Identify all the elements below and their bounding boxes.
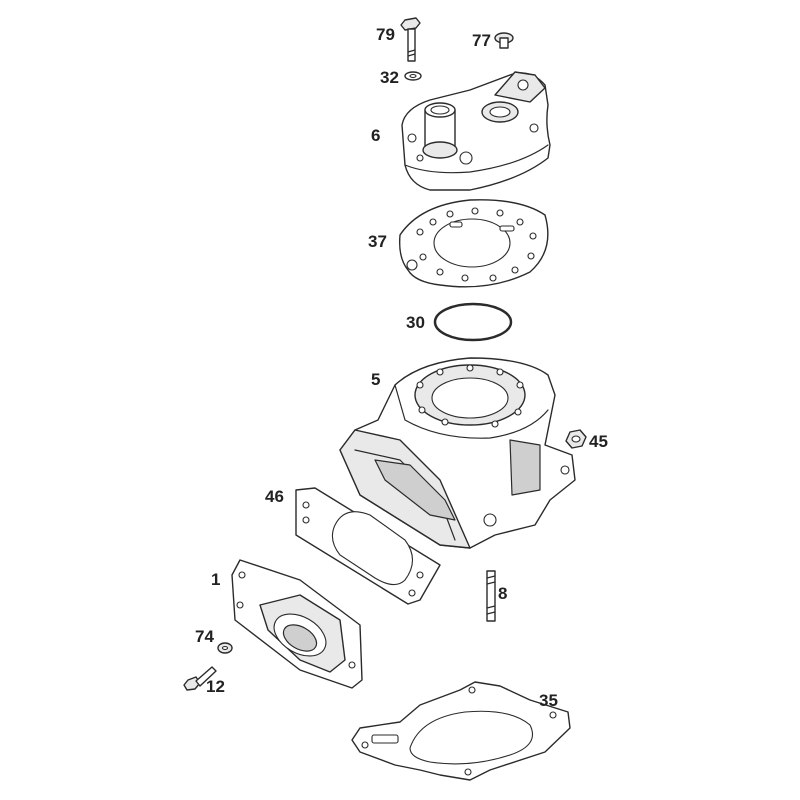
part-label-45: 45 <box>589 432 608 451</box>
part-label-32: 32 <box>380 68 399 87</box>
stud-8-shape <box>486 570 496 622</box>
part-label-12: 12 <box>206 677 225 696</box>
nut-45-shape <box>565 429 587 449</box>
part-label-30: 30 <box>406 313 425 332</box>
part-label-46: 46 <box>265 487 284 506</box>
o-ring-30-shape <box>433 302 513 342</box>
cylinder-5-shape <box>339 357 576 549</box>
part-label-35: 35 <box>539 691 558 710</box>
part-label-37: 37 <box>368 232 387 251</box>
part-label-74: 74 <box>195 627 214 646</box>
washer-74-shape <box>217 642 233 654</box>
intake-gasket-46-shape <box>295 487 441 605</box>
base-gasket-35-shape <box>351 681 571 781</box>
screw-77-shape <box>494 32 514 49</box>
part-label-5: 5 <box>371 370 381 389</box>
part-label-6: 6 <box>371 126 381 145</box>
part-label-8: 8 <box>498 584 508 603</box>
intake-flange-1-shape <box>231 559 363 689</box>
part-label-77: 77 <box>472 31 491 50</box>
washer-32-shape <box>404 71 422 81</box>
cylinder-head-6-shape <box>401 71 551 191</box>
part-label-79: 79 <box>376 25 395 44</box>
bolt-12-shape <box>183 666 217 691</box>
bolt-79-shape <box>400 17 421 62</box>
part-label-1: 1 <box>211 570 221 589</box>
head-gasket-37-shape <box>398 199 549 288</box>
